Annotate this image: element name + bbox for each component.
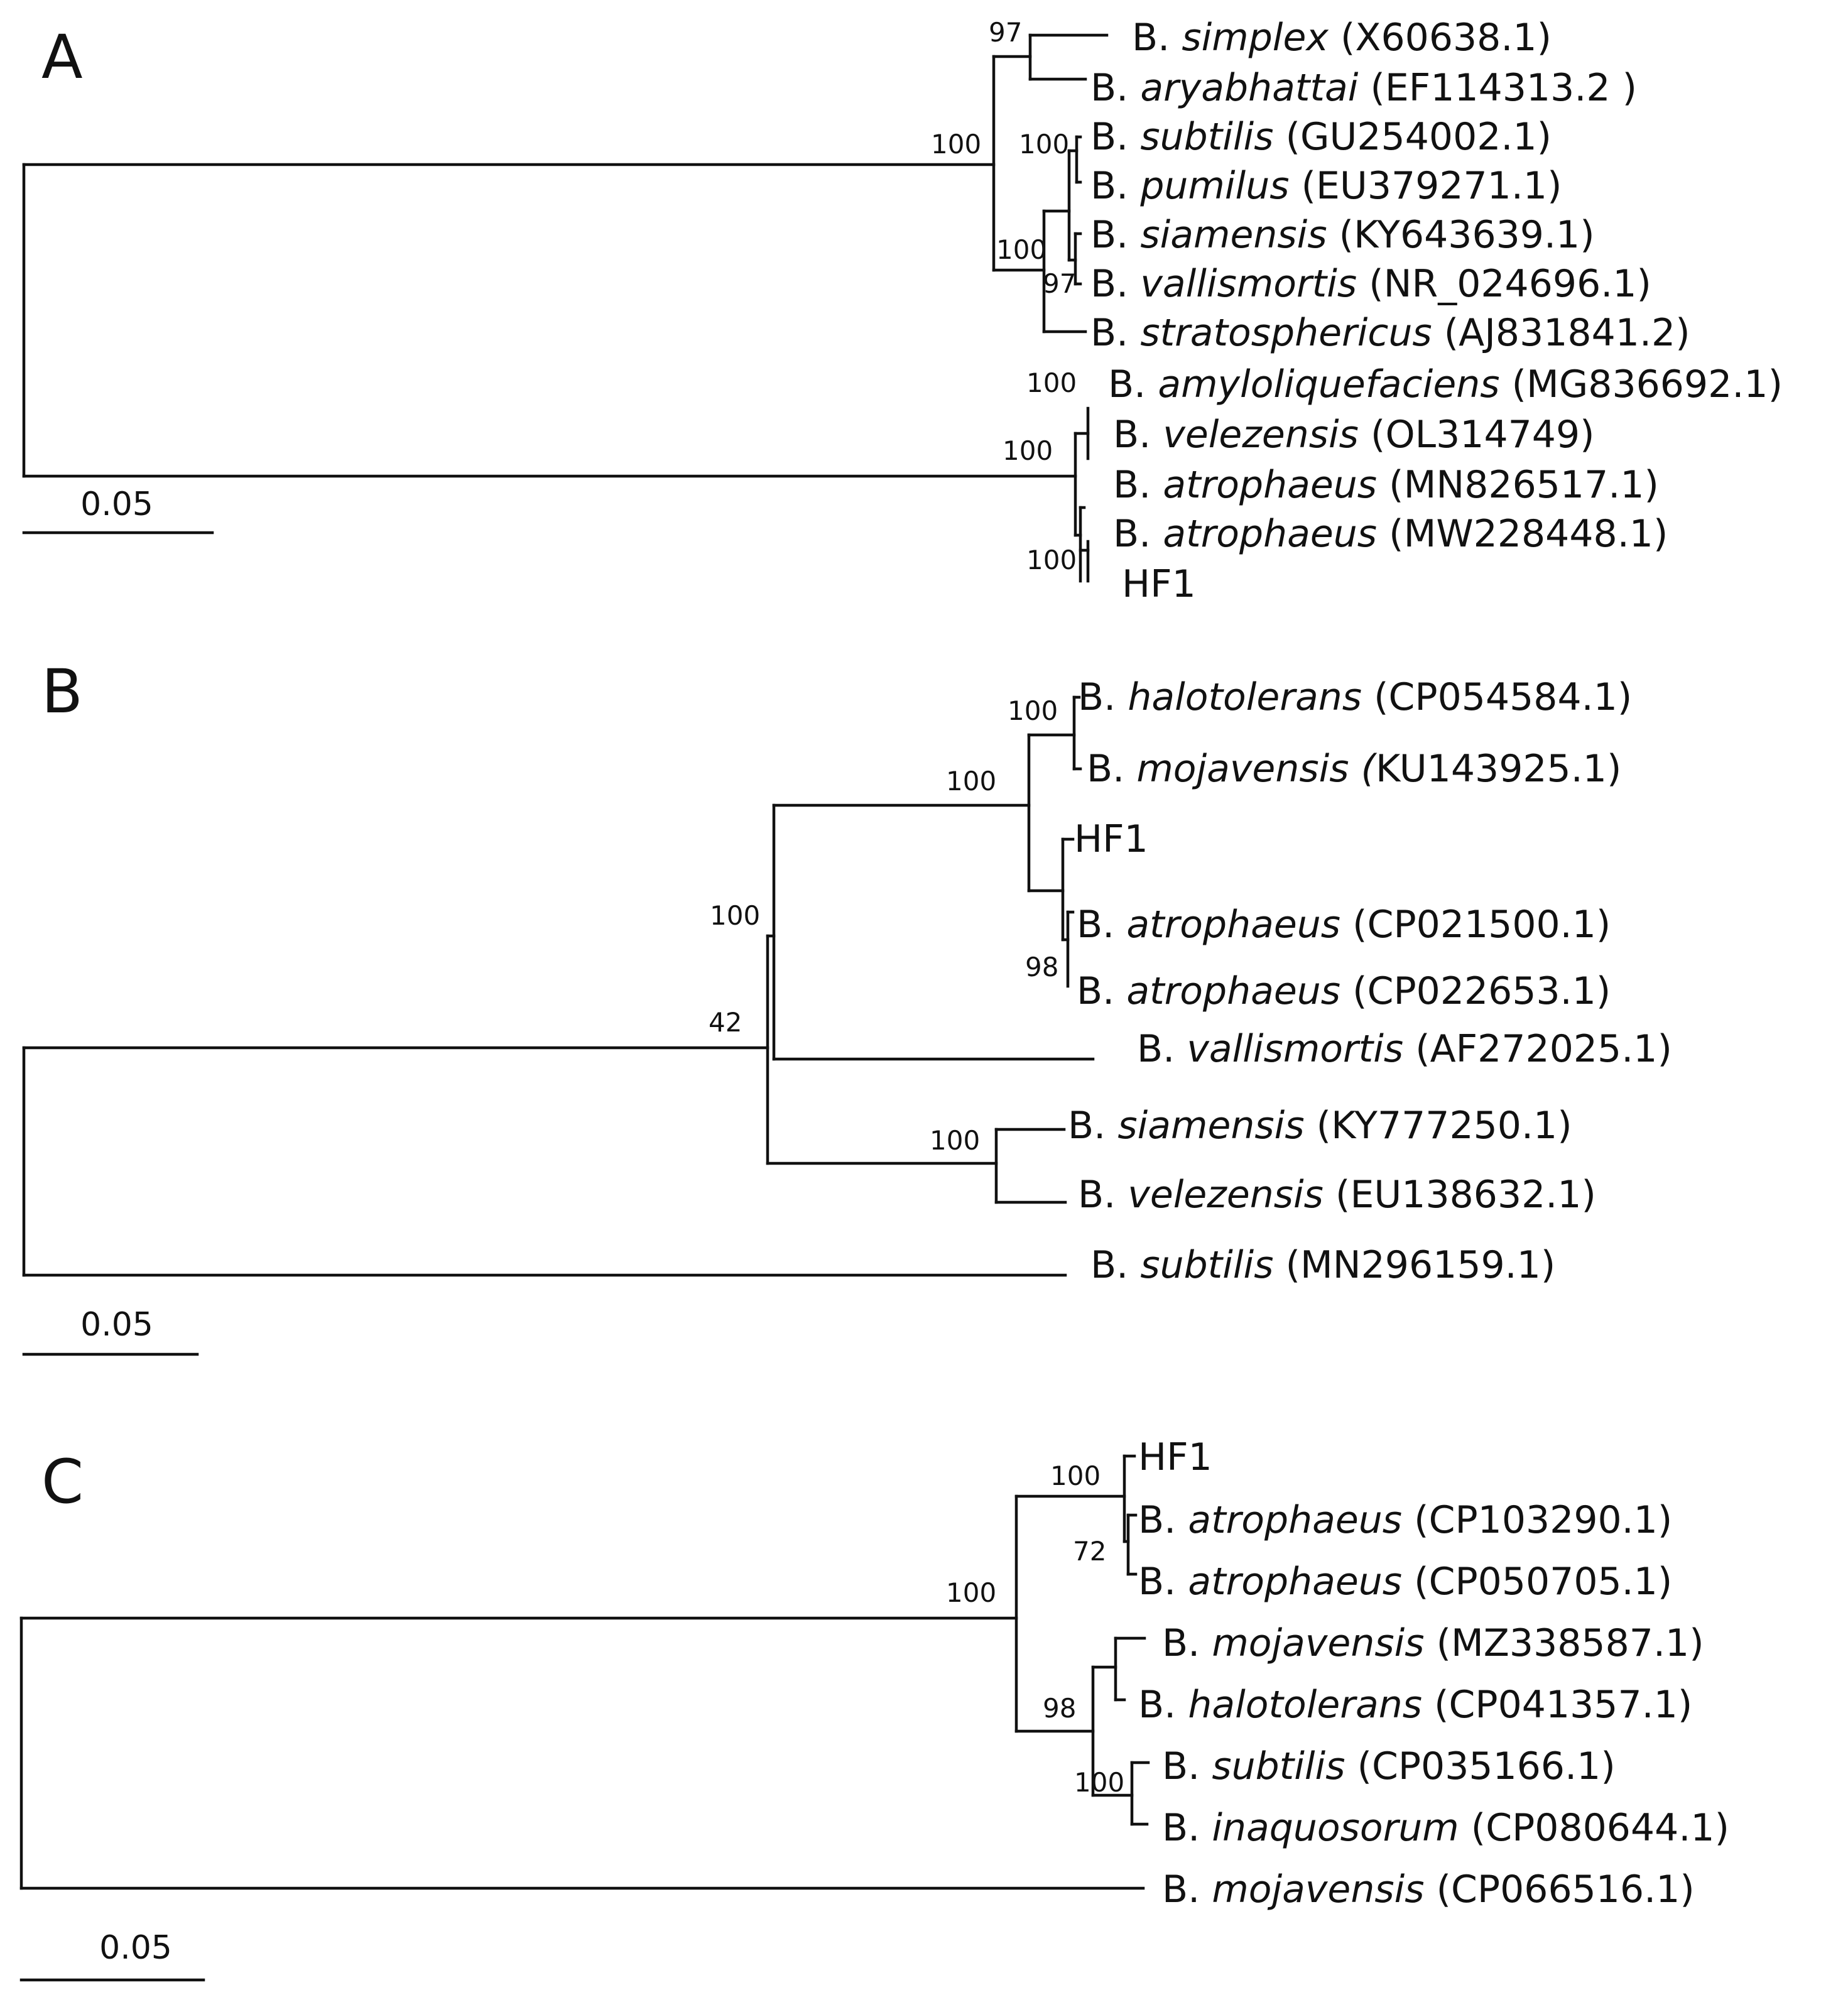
scale-bar-label: 0.05 [80,486,153,523]
panel-b: B 100 100 [22,656,1672,1356]
support-value: 100 [946,1577,996,1608]
taxon-label: B. atrophaeus (MW228448.1) [1113,512,1668,556]
tree-b-support: 100 100 100 42 98 100 [709,695,1058,1156]
support-value: 98 [1043,1693,1076,1724]
tree-b-labels: B. halotolerans (CP054584.1) B. mojavens… [1068,675,1672,1287]
taxon-label: B. atrophaeus (MN826517.1) [1113,463,1659,507]
support-value: 97 [1043,268,1076,299]
taxon-label: HF1 [1138,1435,1212,1479]
taxon-label: B. atrophaeus (CP103290.1) [1138,1498,1672,1542]
support-value: 42 [709,1007,742,1038]
support-value: 100 [996,234,1046,265]
support-value: 72 [1073,1536,1106,1567]
taxon-label: B. mojavensis (KU143925.1) [1087,747,1621,791]
taxon-label: B. amyloliquefaciens (MG836692.1) [1108,362,1783,406]
taxon-label: B. subtilis (GU254002.1) [1090,115,1552,159]
support-value: 100 [931,129,981,160]
panel-label-c: C [41,1447,84,1517]
taxon-label: B. inaquosorum (CP080644.1) [1162,1806,1729,1850]
taxon-label: HF1 [1074,817,1148,861]
scale-bar-c: 0.05 [19,1929,205,1982]
taxon-label: B. siamensis (KY643639.1) [1090,213,1595,257]
taxon-label: B. aryabhattai (EF114313.2 ) [1090,66,1637,110]
taxon-label: B. atrophaeus (CP021500.1) [1077,903,1611,947]
taxon-label: B. subtilis (CP035166.1) [1162,1744,1616,1788]
support-value: 100 [1074,1767,1124,1798]
panel-c: C 100 100 72 [19,1435,1729,1982]
tree-a-branches [22,33,1109,583]
taxon-label: B. vallismortis (AF272025.1) [1137,1027,1672,1071]
support-value: 100 [1008,695,1058,726]
support-value: 97 [989,17,1022,48]
tree-c-labels: HF1 B. atrophaeus (CP103290.1) B. atroph… [1138,1435,1729,1911]
taxon-label: B. pumilus (EU379271.1) [1090,164,1562,208]
taxon-label: B. mojavensis (MZ338587.1) [1162,1621,1704,1665]
taxon-label: B. stratosphericus (AJ831841.2) [1090,311,1690,355]
tree-c-branches [19,1454,1150,1890]
scale-bar-b: 0.05 [22,1306,199,1356]
support-value: 100 [946,766,996,797]
tree-a-support: 97 100 100 100 97 100 100 100 [931,17,1077,575]
taxon-label: B. atrophaeus (CP050705.1) [1138,1560,1672,1604]
taxon-label: B. halotolerans (CP041357.1) [1138,1683,1692,1727]
scale-bar-a: 0.05 [22,486,214,535]
scale-bar-label: 0.05 [99,1929,172,1967]
taxon-label: B. mojavensis (CP066516.1) [1162,1868,1695,1911]
taxon-label: HF1 [1122,562,1196,606]
taxon-label: B. halotolerans (CP054584.1) [1078,675,1632,719]
support-value: 100 [1019,129,1069,160]
tree-b-branches [22,695,1095,1277]
scale-bar-label: 0.05 [80,1306,153,1344]
tree-a-labels: B. simplex (X60638.1) B. aryabhattai (EF… [1090,16,1783,606]
support-value: 100 [1050,1460,1101,1491]
panel-label-b: B [41,656,83,727]
taxon-label: B. vallismortis (NR_024696.1) [1090,262,1651,306]
taxon-label: B. velezensis (EU138632.1) [1078,1173,1596,1217]
support-value: 100 [1026,545,1077,575]
taxon-label: B. atrophaeus (CP022653.1) [1077,969,1611,1013]
panel-a: A [22,16,1783,606]
taxon-label: B. simplex (X60638.1) [1132,16,1552,60]
taxon-label: B. subtilis (MN296159.1) [1090,1243,1555,1287]
support-value: 100 [1003,435,1053,466]
tree-c-support: 100 100 72 98 100 [946,1460,1124,1798]
panel-label-a: A [41,22,83,92]
taxon-label: B. siamensis (KY777250.1) [1068,1104,1572,1148]
taxon-label: B. velezensis (OL314749) [1113,413,1595,457]
support-value: 98 [1025,952,1058,982]
support-value: 100 [930,1125,980,1156]
support-value: 100 [1026,367,1077,398]
support-value: 100 [710,900,760,931]
